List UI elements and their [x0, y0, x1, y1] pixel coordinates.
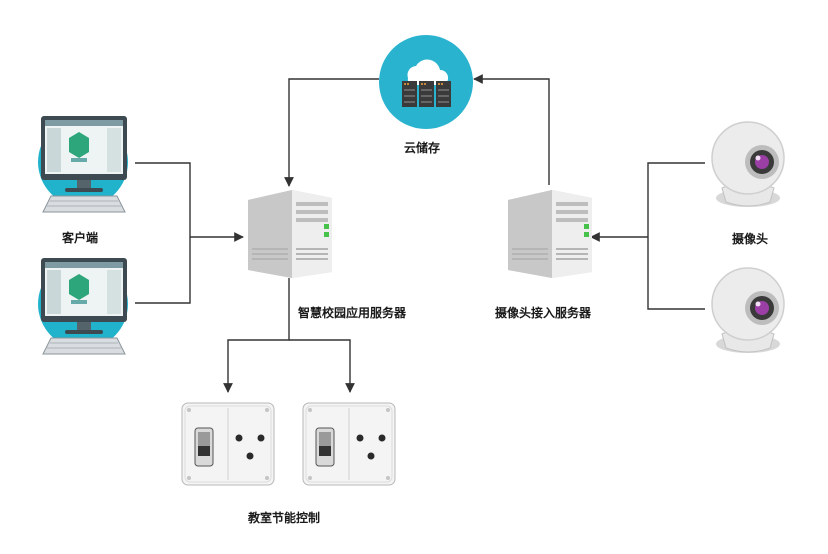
- client2-connector: [135, 237, 191, 304]
- app-server-to-switches-connector: [223, 278, 290, 393]
- app-server-label: 智慧校园应用服务器: [298, 306, 407, 320]
- client-label: 客户端: [62, 231, 99, 245]
- client1-connector: [135, 162, 191, 237]
- camera-label: 摄像头: [732, 232, 769, 246]
- desktop-computer-icon: [33, 254, 133, 358]
- app-server-to-cloud-arrow: [284, 78, 379, 187]
- wall-switch-socket-icon: [302, 402, 396, 486]
- cloud-storage-label: 云储存: [404, 141, 441, 155]
- webcam-icon: [704, 118, 790, 210]
- server-tower-icon: [244, 186, 336, 278]
- wall-switch-socket-icon: [181, 402, 275, 486]
- classroom-control-label: 教室节能控制: [248, 511, 321, 525]
- camera-server-label: 摄像头接入服务器: [495, 306, 592, 320]
- camera-server-to-cloud-arrow: [473, 74, 550, 185]
- camera1-connector: [647, 162, 705, 237]
- cloud-storage-icon: [378, 34, 474, 130]
- webcam-icon: [704, 264, 790, 356]
- camera2-connector: [647, 237, 705, 310]
- server-tower-icon: [504, 186, 596, 278]
- switch-branch-right: [289, 339, 355, 393]
- desktop-computer-icon: [33, 112, 133, 216]
